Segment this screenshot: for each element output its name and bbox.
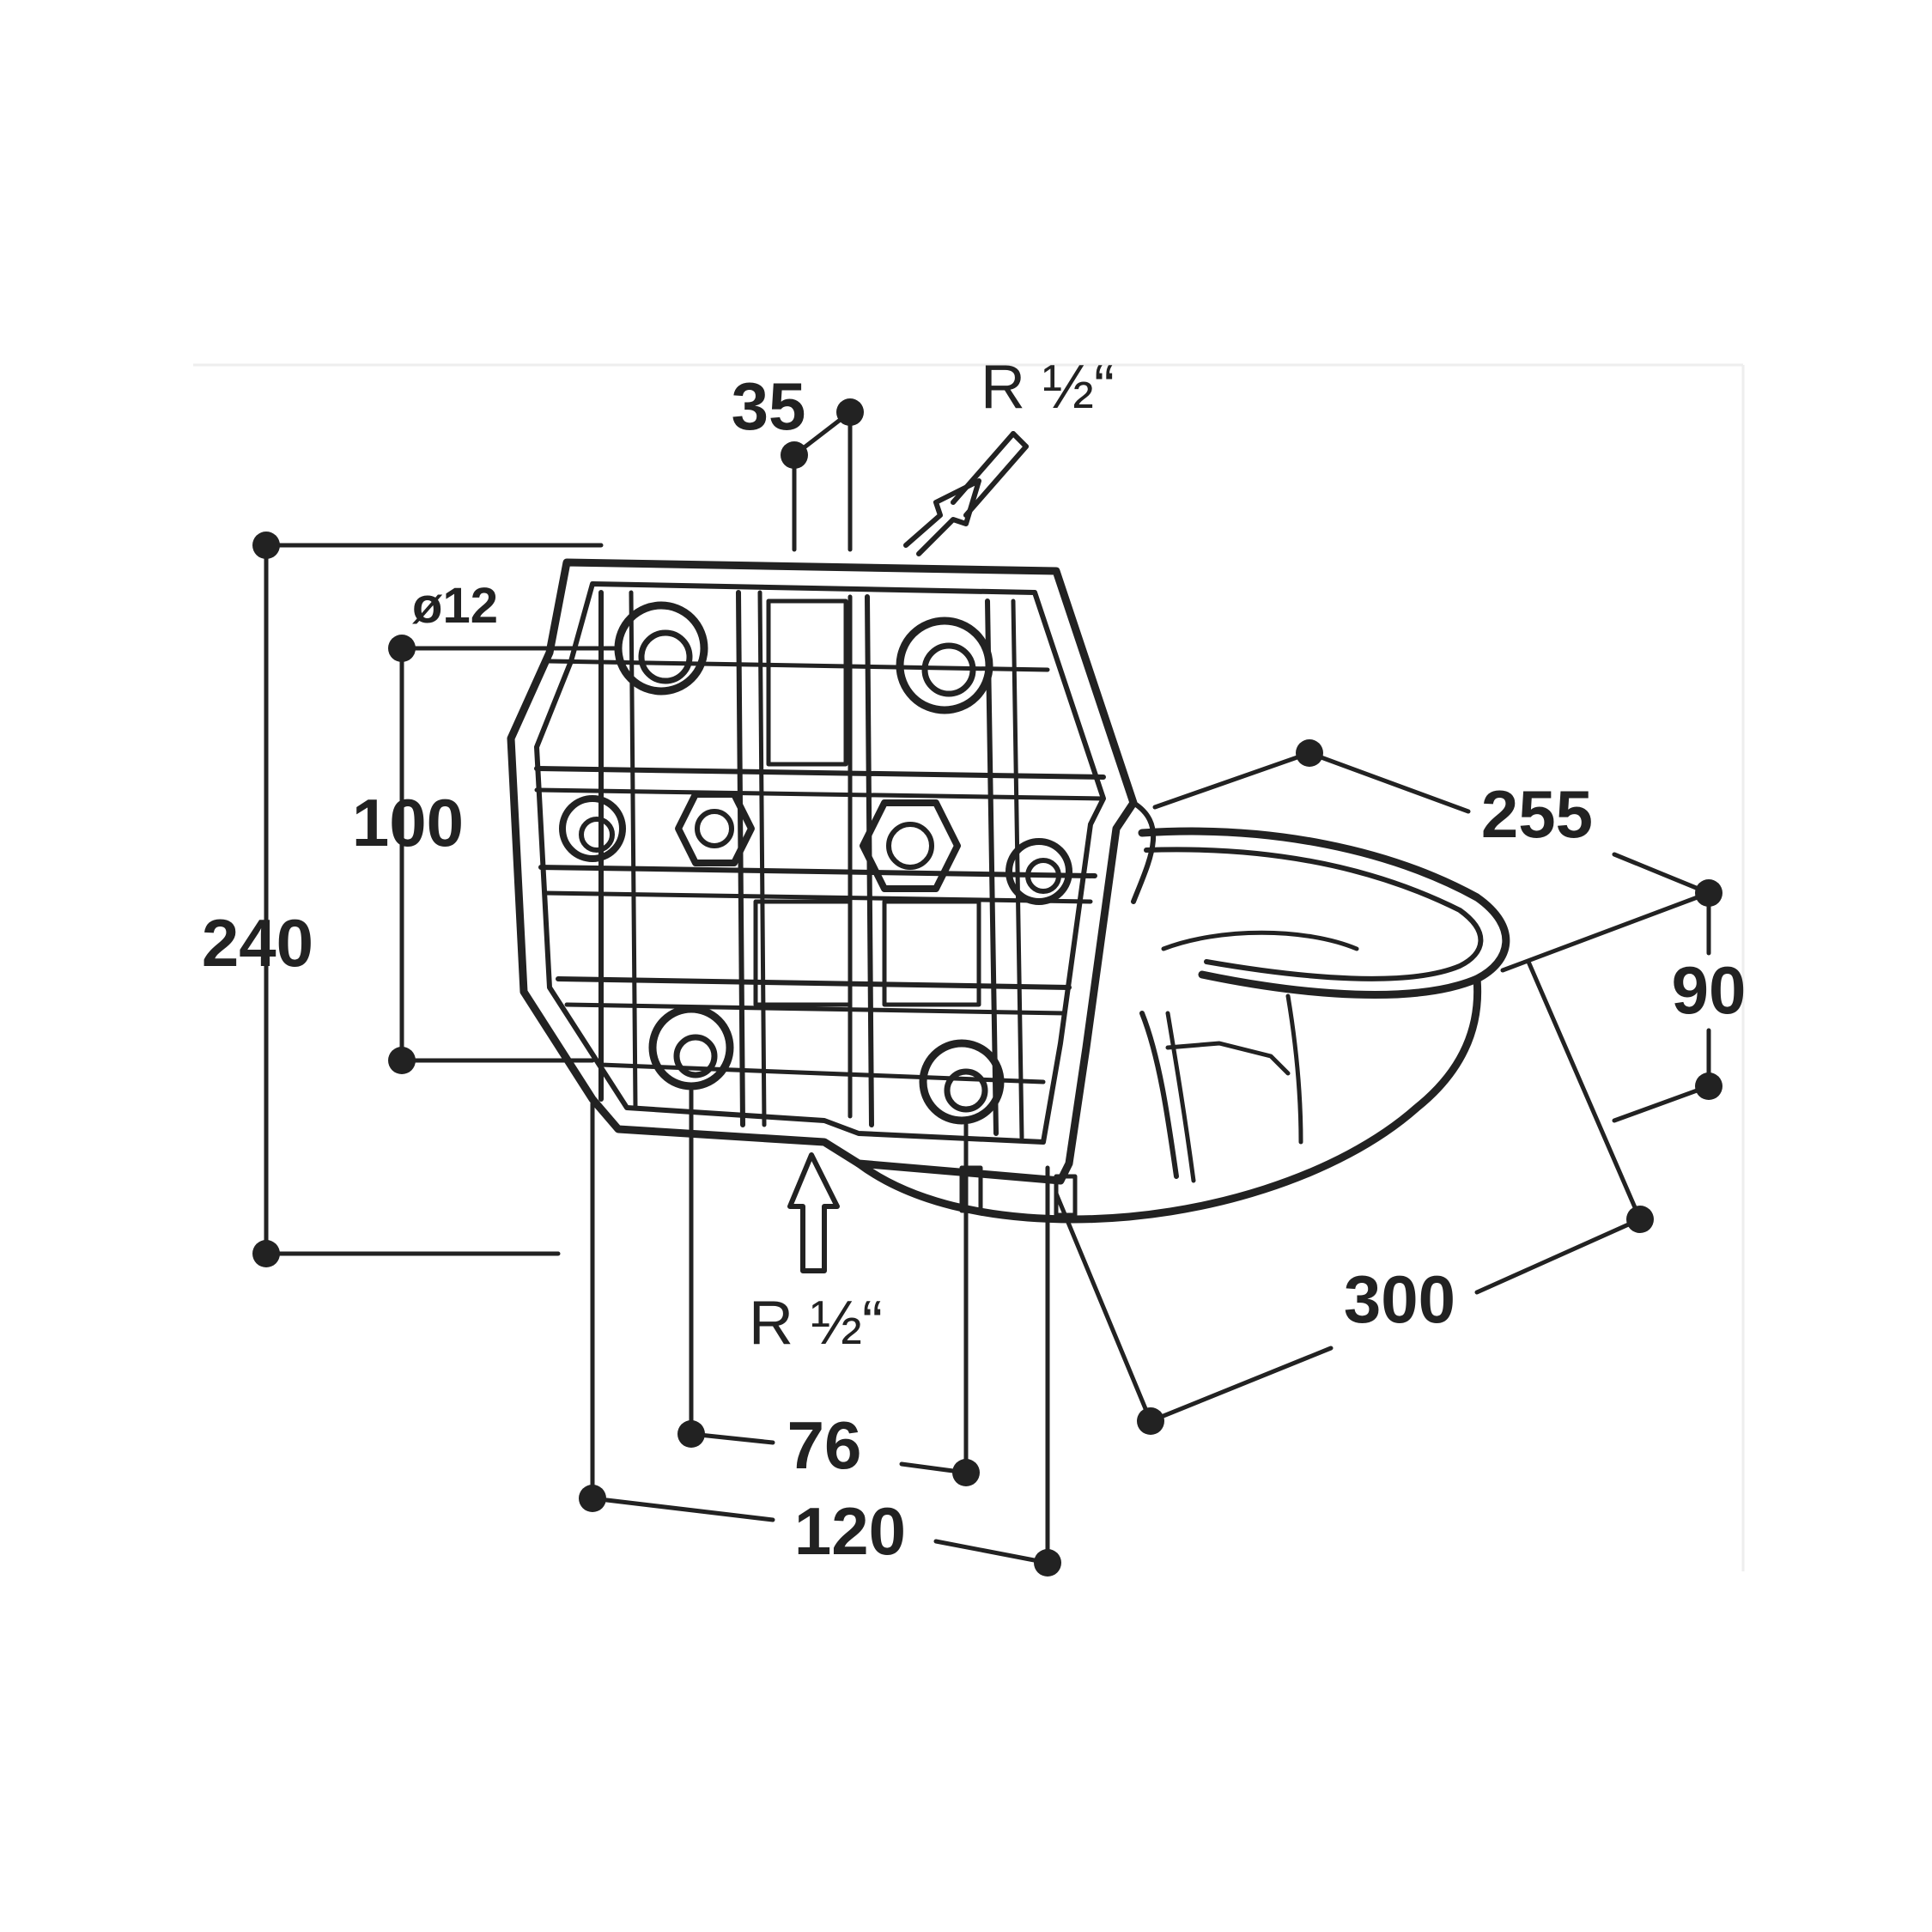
dot-90-bottom	[1695, 1072, 1722, 1100]
dot-120-left	[579, 1485, 606, 1512]
hole-bottom-left	[648, 1005, 734, 1091]
bowl	[854, 800, 1510, 1224]
label-240: 240	[202, 905, 313, 981]
hex-nut-right	[860, 799, 961, 892]
back-plate	[507, 558, 1138, 1185]
dimension-dots	[252, 398, 1722, 1577]
label-100: 100	[352, 785, 464, 860]
label-35: 35	[732, 368, 806, 444]
hole-mid-right	[1005, 838, 1072, 905]
label-inlet-bottom: R ½“	[749, 1289, 883, 1358]
dimension-labels: 240 100 ø12 35 R ½“ R ½“ 255 90 300 76 1…	[202, 353, 1746, 1569]
dot-35-left	[781, 441, 808, 469]
dot-76-left	[677, 1420, 705, 1448]
hole-top-right	[896, 617, 993, 714]
dot-100-bottom	[388, 1047, 416, 1074]
dot-300-left	[1137, 1407, 1164, 1435]
mounting-holes	[559, 601, 1072, 1125]
label-90: 90	[1672, 952, 1747, 1028]
dot-240-top	[252, 532, 280, 559]
hole-bottom-right	[919, 1039, 1005, 1125]
dot-76-right	[952, 1459, 980, 1486]
dot-120-right	[1034, 1549, 1061, 1577]
dot-300-right	[1626, 1206, 1654, 1233]
label-120: 120	[794, 1493, 906, 1569]
hex-nut-left	[675, 791, 755, 866]
inlet-arrow-bottom	[787, 1152, 840, 1273]
label-76: 76	[787, 1407, 862, 1483]
drawing-frame	[193, 363, 1745, 1571]
hole-mid-left	[559, 795, 626, 862]
dot-255-left	[1296, 739, 1323, 767]
dot-100-top	[388, 635, 416, 662]
dot-35-right	[836, 398, 864, 426]
hex-nuts	[675, 791, 961, 892]
label-255: 255	[1481, 776, 1593, 852]
label-diameter-12: ø12	[412, 578, 498, 634]
dot-240-bottom	[252, 1240, 280, 1267]
inlet-arrow-top	[903, 431, 1029, 556]
dot-255-right	[1695, 879, 1722, 907]
label-300: 300	[1344, 1261, 1455, 1337]
label-inlet-top: R ½“	[981, 353, 1115, 422]
